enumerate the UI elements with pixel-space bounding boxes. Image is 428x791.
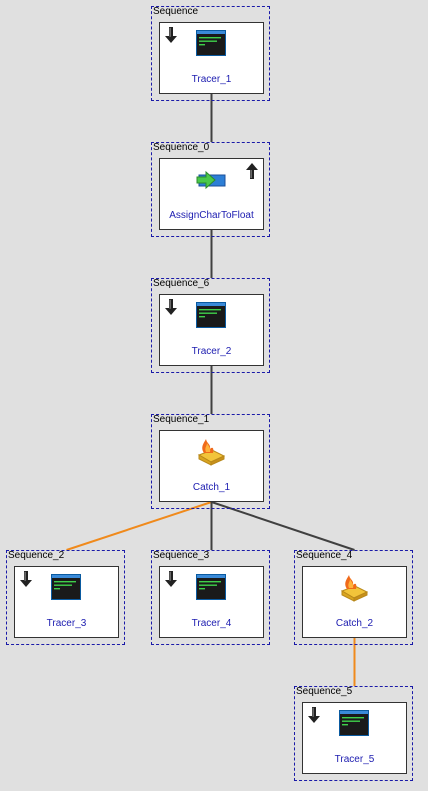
tracer-icon [339, 710, 369, 741]
sequence-node[interactable]: Sequence_2 Tracer_3 [6, 550, 125, 645]
sequence-node[interactable]: Sequence_6 Tracer_2 [151, 278, 270, 373]
activity-box[interactable]: Tracer_4 [159, 566, 264, 638]
fault-connector [66, 501, 212, 551]
sequence-title: Sequence_5 [296, 686, 353, 697]
sequence-title: Sequence_3 [153, 550, 210, 561]
tracer-icon [196, 302, 226, 333]
tracer-icon [196, 574, 226, 605]
catch-icon [196, 438, 226, 471]
sequence-title: Sequence_0 [153, 142, 210, 153]
connector [211, 501, 355, 551]
sequence-node[interactable]: Sequence Tracer_1 [151, 6, 270, 101]
activity-box[interactable]: AssignCharToFloat [159, 158, 264, 230]
activity-box[interactable]: Tracer_5 [302, 702, 407, 774]
tracer-icon [51, 574, 81, 605]
tracer-icon [196, 30, 226, 61]
sequence-title: Sequence_2 [8, 550, 65, 561]
arrow-down-icon [165, 27, 177, 48]
sequence-title: Sequence_1 [153, 414, 210, 425]
activity-label: AssignCharToFloat [169, 210, 254, 221]
activity-label: Tracer_5 [334, 754, 375, 765]
activity-label: Catch_2 [335, 618, 374, 629]
arrow-down-icon [165, 571, 177, 592]
activity-box[interactable]: Tracer_1 [159, 22, 264, 94]
arrow-down-icon [20, 571, 32, 592]
sequence-node[interactable]: Sequence_0 AssignCharToFloat [151, 142, 270, 237]
sequence-node[interactable]: Sequence_4 Catch_2 [294, 550, 413, 645]
sequence-title: Sequence [153, 6, 199, 17]
sequence-title: Sequence_6 [153, 278, 210, 289]
activity-box[interactable]: Tracer_3 [14, 566, 119, 638]
sequence-title: Sequence_4 [296, 550, 353, 561]
activity-box[interactable]: Catch_1 [159, 430, 264, 502]
assign-icon [196, 166, 226, 197]
arrow-up-icon [246, 163, 258, 184]
catch-icon [339, 574, 369, 607]
activity-label: Catch_1 [192, 482, 231, 493]
activity-label: Tracer_4 [191, 618, 232, 629]
activity-label: Tracer_1 [191, 74, 232, 85]
activity-box[interactable]: Tracer_2 [159, 294, 264, 366]
sequence-node[interactable]: Sequence_3 Tracer_4 [151, 550, 270, 645]
arrow-down-icon [165, 299, 177, 320]
activity-label: Tracer_3 [46, 618, 87, 629]
sequence-node[interactable]: Sequence_1 Catch_1 [151, 414, 270, 509]
activity-box[interactable]: Catch_2 [302, 566, 407, 638]
activity-label: Tracer_2 [191, 346, 232, 357]
sequence-node[interactable]: Sequence_5 Tracer_5 [294, 686, 413, 781]
arrow-down-icon [308, 707, 320, 728]
